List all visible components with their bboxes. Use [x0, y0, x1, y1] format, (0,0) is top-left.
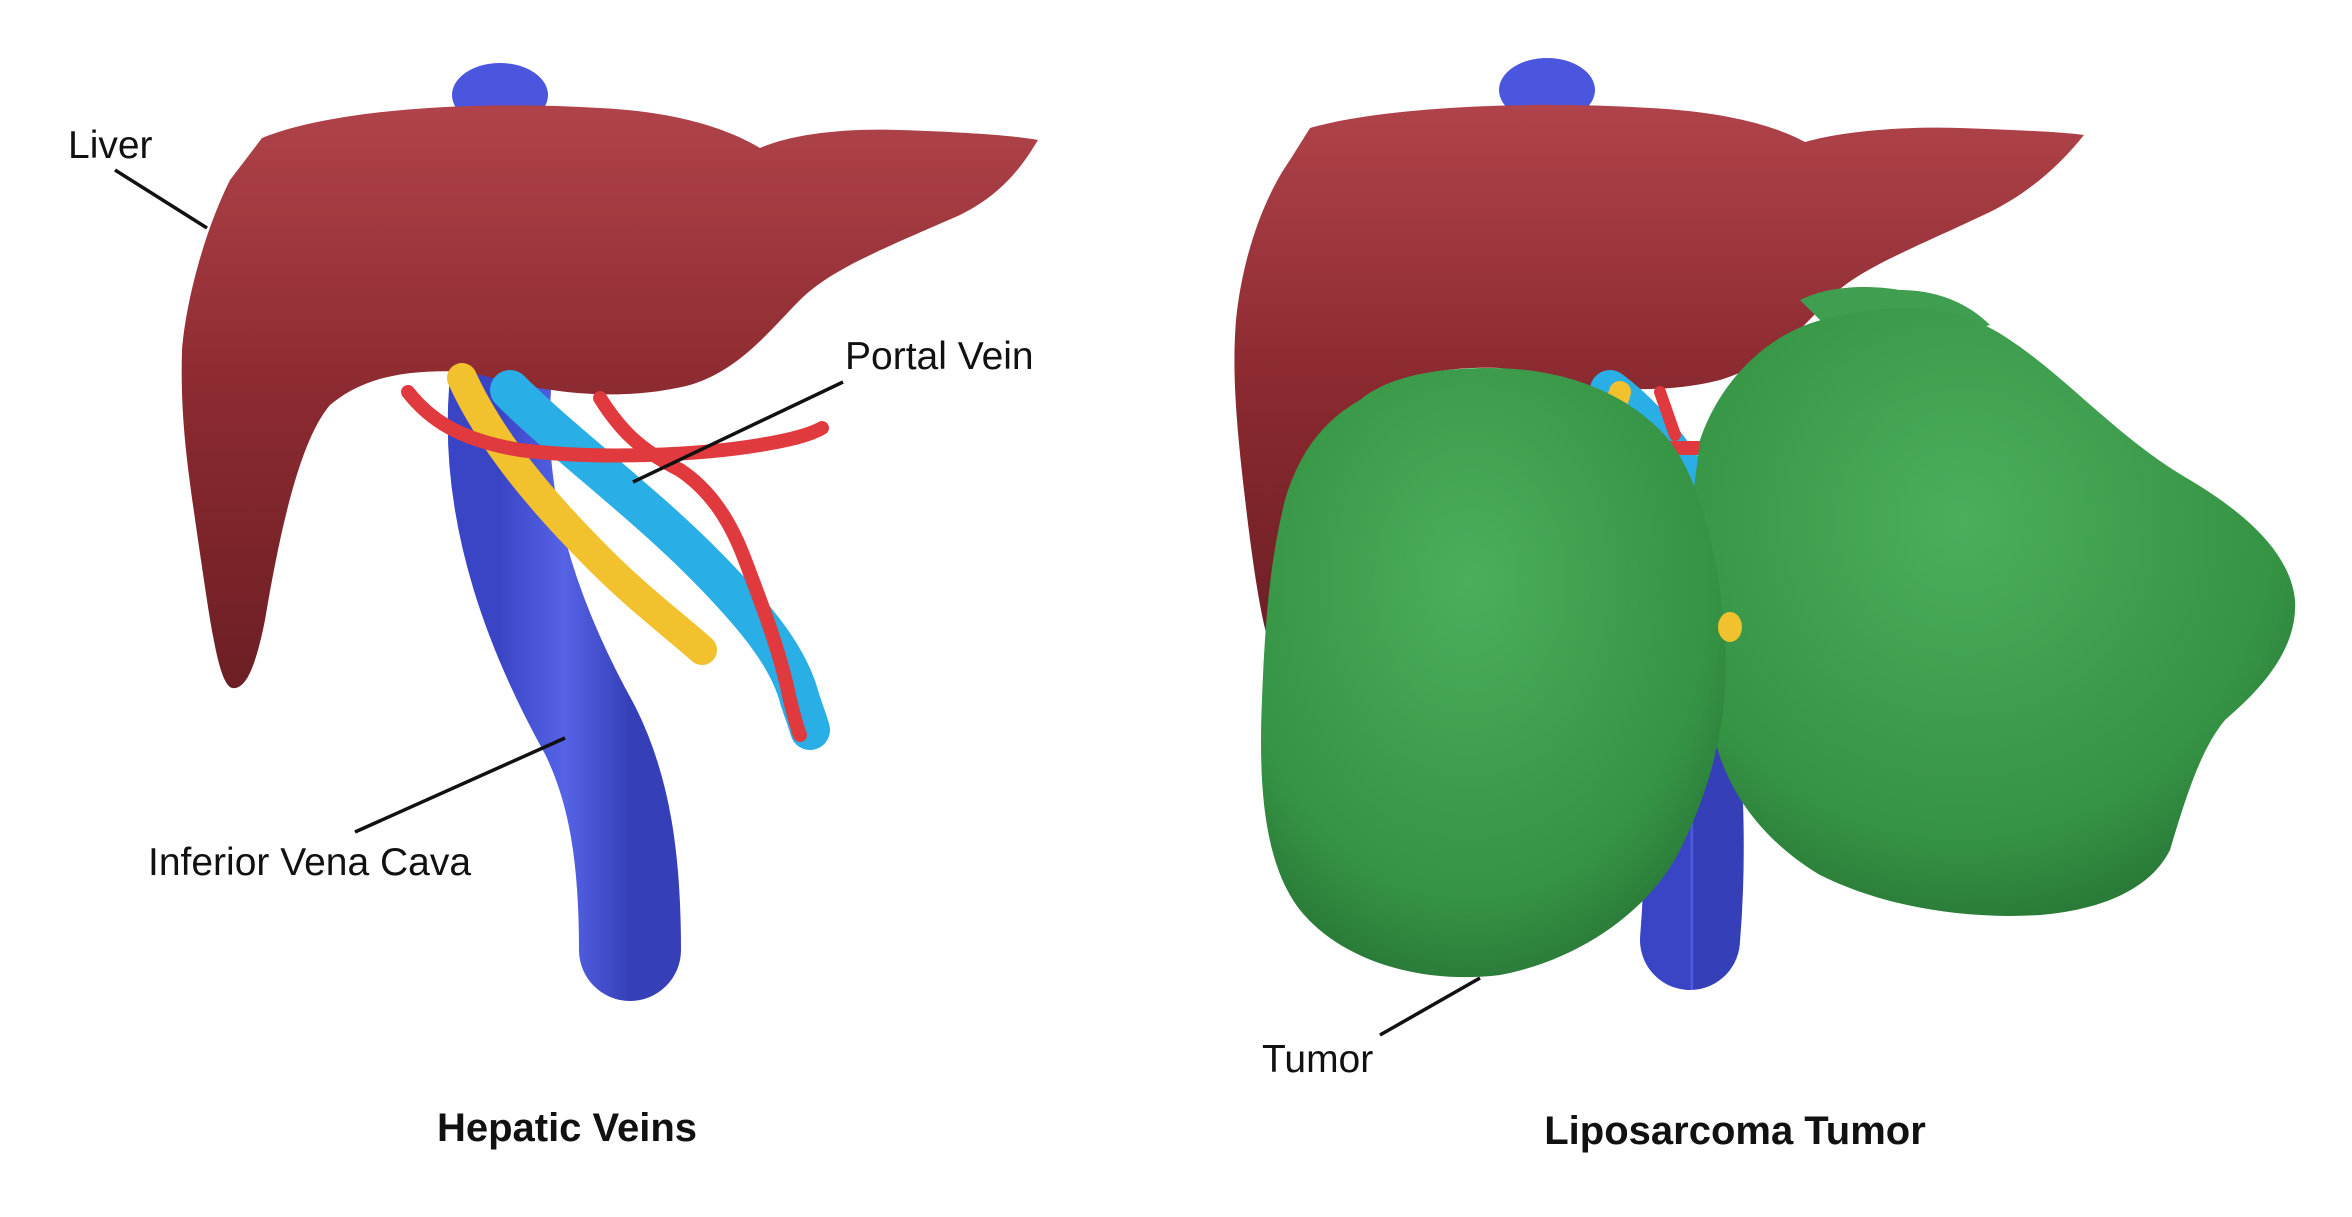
panel-liposarcoma-tumor: Tumor Liposarcoma Tumor	[1234, 58, 2296, 1153]
portal-vein-leader-line	[632, 380, 844, 484]
bile-duct-fragment-shape	[1718, 612, 1742, 642]
artery-branch-shape	[593, 391, 807, 742]
bile-duct-shape	[447, 363, 717, 665]
tumor-left-lobe-shape	[1260, 368, 1726, 978]
panel-caption-hepatic-veins: Hepatic Veins	[437, 1106, 697, 1150]
artery-branch-shape-right	[1654, 386, 1681, 441]
panel-caption-liposarcoma-tumor: Liposarcoma Tumor	[1544, 1109, 1926, 1153]
liver-leader-line	[114, 168, 208, 230]
tumor-right-lobe-shape	[1690, 307, 2296, 916]
liver-shape	[181, 105, 1039, 689]
tumor-label: Tumor	[1262, 1038, 1373, 1081]
liver-label: Liver	[68, 124, 153, 167]
ivc-label: Inferior Vena Cava	[148, 841, 471, 884]
inferior-vena-cava-shape	[447, 339, 681, 1001]
panel-hepatic-veins: Liver Portal Vein Inferior Vena Cava Hep…	[68, 63, 1039, 1150]
liver-shape-right	[1234, 104, 2084, 654]
ivc-leader-line	[354, 736, 566, 834]
tumor-leader-line	[1379, 976, 1481, 1037]
artery-shape	[401, 385, 829, 463]
portal-vein-label: Portal Vein	[845, 335, 1034, 378]
